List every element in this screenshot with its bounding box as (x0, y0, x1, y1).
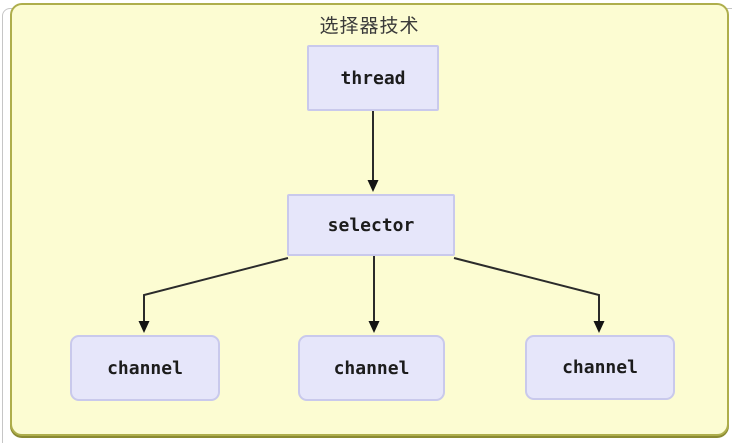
arrow-selector-to-channel-1 (138, 257, 289, 333)
node-selector-label: selector (327, 214, 415, 236)
arrow-thread-to-selector (367, 111, 379, 192)
node-selector: selector (287, 194, 455, 256)
node-channel-3-label: channel (562, 357, 638, 378)
diagram-canvas: 选择器技术 thread (10, 3, 729, 436)
node-thread: thread (307, 45, 439, 111)
arrow-selector-to-channel-3 (453, 257, 605, 333)
node-channel-2: channel (298, 335, 445, 401)
node-channel-1-label: channel (107, 357, 183, 379)
diagram-title: 选择器技术 (319, 15, 420, 37)
node-channel-2-label: channel (333, 357, 410, 379)
node-thread-label: thread (340, 67, 406, 89)
node-channel-3: channel (525, 335, 675, 400)
arrow-selector-to-channel-2 (368, 256, 380, 333)
node-channel-1: channel (70, 335, 220, 401)
